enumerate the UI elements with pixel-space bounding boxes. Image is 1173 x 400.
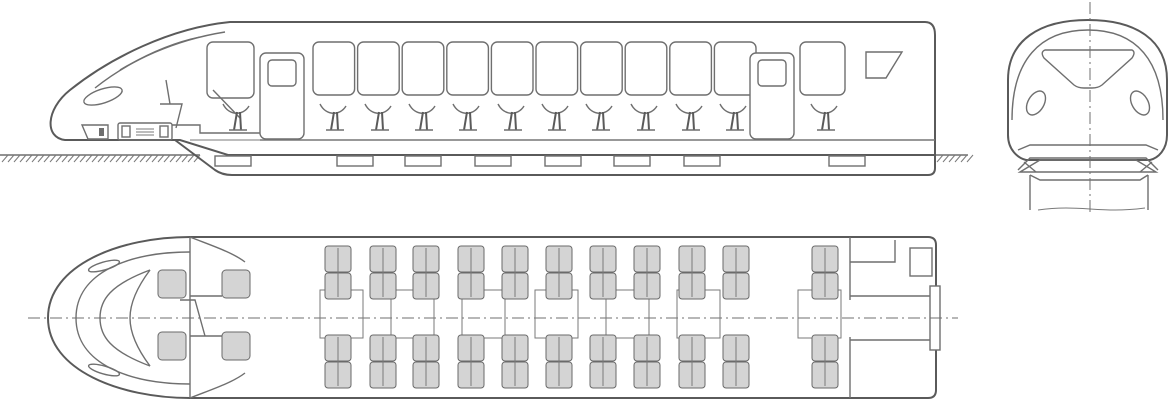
plan-seat-bottom-rear: [811, 334, 839, 389]
equipment-box-icon: [117, 122, 173, 141]
door-front: [259, 52, 305, 140]
front-body-outline: [1007, 18, 1168, 161]
plan-nose-window-top: [87, 259, 121, 273]
side-seat-icon-4: [408, 103, 436, 131]
side-skirt: [174, 139, 936, 176]
plan-seat-bottom-7: [589, 334, 617, 389]
side-seat-icon-11: [719, 103, 747, 131]
cockpit-seat-2: [221, 269, 251, 299]
cockpit-seat-3: [157, 331, 187, 361]
side-window-6: [535, 41, 579, 96]
rear-window: [799, 41, 846, 96]
skirt-window-8: [828, 155, 866, 167]
plan-seat-bottom-10: [722, 334, 750, 389]
side-window-5: [490, 41, 534, 96]
plan-seat-top-1: [324, 245, 352, 300]
side-seat-icon-8: [585, 103, 613, 131]
plan-table-5: [605, 289, 650, 339]
plan-seat-bottom-1: [324, 334, 352, 389]
side-seat-icon-10: [675, 103, 703, 131]
front-headlight-left: [1025, 90, 1047, 116]
plan-seat-top-8: [633, 245, 661, 300]
plan-seat-top-2: [369, 245, 397, 300]
nose-vent-icon: [80, 124, 109, 140]
side-seat-icon-5: [452, 103, 480, 131]
side-window-8: [624, 41, 668, 96]
plan-seat-bottom-9: [678, 334, 706, 389]
side-seat-icon-12: [810, 103, 838, 131]
rear-marker-icon: [865, 51, 904, 79]
plan-seat-top-7: [589, 245, 617, 300]
front-headlight-right: [1129, 90, 1151, 116]
nose-headlight: [83, 86, 123, 106]
side-view: [0, 21, 974, 176]
plan-seat-bottom-3: [412, 334, 440, 389]
plan-seat-top-5: [501, 245, 529, 300]
skirt-window-2: [336, 155, 374, 167]
plan-view: [28, 236, 958, 399]
side-seat-icon-3: [364, 103, 392, 131]
side-seat-icon-2: [319, 103, 347, 131]
skirt-window-5: [544, 155, 582, 167]
skirt-window-3: [404, 155, 442, 167]
side-seat-icon-9: [630, 103, 658, 131]
door-rear: [749, 52, 795, 140]
plan-nose-window-bottom: [87, 363, 121, 377]
front-windshield: [1041, 49, 1135, 89]
front-view: [1007, 2, 1168, 212]
side-seat-icon-1: [222, 103, 250, 131]
side-window-4: [446, 41, 490, 96]
plan-seat-bottom-4: [457, 334, 485, 389]
side-window-7: [579, 41, 623, 96]
ground-hatch: [0, 154, 974, 163]
plan-seat-bottom-5: [501, 334, 529, 389]
plan-seat-top-6: [545, 245, 573, 300]
cockpit-seat-1: [157, 269, 187, 299]
plan-seat-bottom-8: [633, 334, 661, 389]
plan-seat-top-10: [722, 245, 750, 300]
side-window-3: [401, 41, 445, 96]
side-window-9: [669, 41, 713, 96]
plan-seat-top-9: [678, 245, 706, 300]
plan-seat-top-rear: [811, 245, 839, 300]
plan-seat-top-4: [457, 245, 485, 300]
side-seat-icon-6: [497, 103, 525, 131]
skirt-window-6: [613, 155, 651, 167]
plan-seat-bottom-6: [545, 334, 573, 389]
skirt-window-4: [474, 155, 512, 167]
cockpit-seat-4: [221, 331, 251, 361]
plan-seat-bottom-2: [369, 334, 397, 389]
side-window-2: [356, 41, 400, 96]
plan-seat-top-3: [412, 245, 440, 300]
skirt-window-7: [683, 155, 721, 167]
side-window-1: [312, 41, 356, 96]
skirt-window-1: [214, 155, 252, 167]
cab-seat-icon: [160, 79, 183, 129]
side-seat-icon-7: [541, 103, 569, 131]
